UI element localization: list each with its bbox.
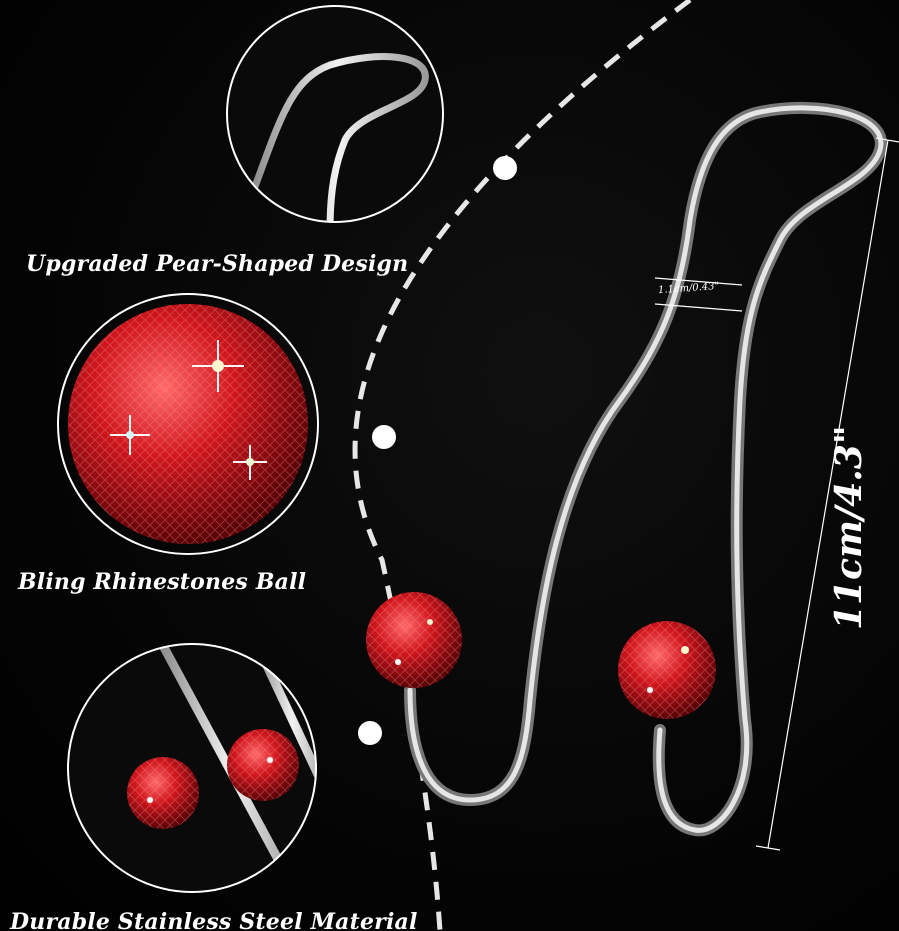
caption-rhinestones: Bling Rhinestones Ball bbox=[18, 569, 307, 595]
caption-pear-shaped: Upgraded Pear-Shaped Design bbox=[26, 251, 409, 277]
arc-dot bbox=[372, 425, 396, 449]
hook-ball-left bbox=[366, 592, 462, 688]
arc-dot bbox=[493, 156, 517, 180]
main-hook bbox=[404, 101, 887, 837]
pear-shape-detail bbox=[227, 6, 443, 222]
measure-lines bbox=[654, 137, 899, 851]
steel-detail bbox=[68, 644, 316, 892]
arc-dot bbox=[358, 721, 382, 745]
hook-ball-right bbox=[618, 621, 716, 719]
rhinestone-detail bbox=[57, 293, 319, 555]
caption-steel: Durable Stainless Steel Material bbox=[10, 909, 418, 931]
height-dimension: 11cm/4.3" bbox=[828, 425, 870, 630]
